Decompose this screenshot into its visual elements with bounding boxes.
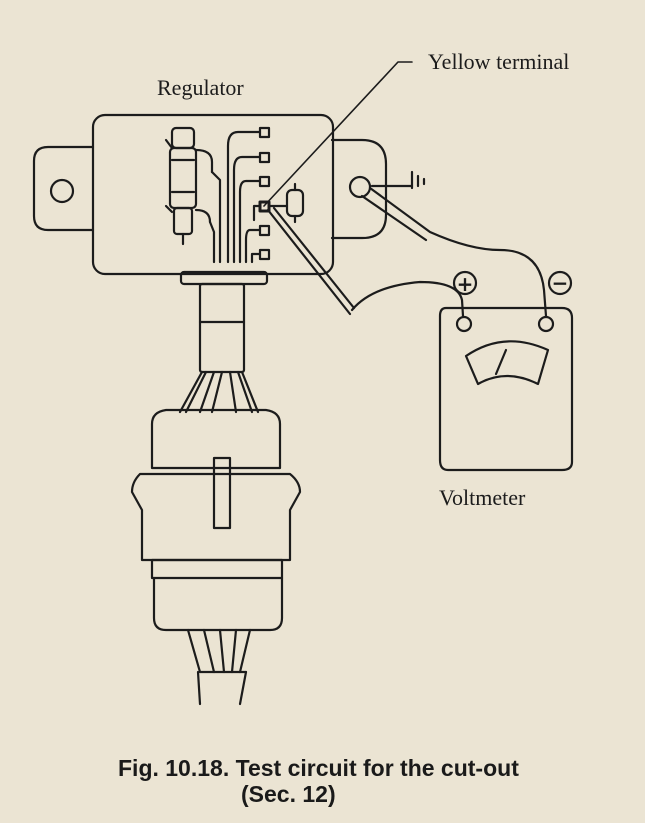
- regulator-left-mounting-hole: [49, 178, 75, 204]
- earth-symbol: [370, 170, 426, 190]
- caption-line-2: (Sec. 12): [241, 781, 336, 807]
- positive-symbol: +: [457, 272, 474, 296]
- voltmeter-needle: [494, 348, 508, 376]
- multi-pin-connector: [130, 408, 302, 706]
- probe-rod: [266, 208, 352, 316]
- wiring-harness: [178, 282, 260, 414]
- regulator-internal-wiring: [208, 130, 262, 264]
- negative-symbol: −: [552, 271, 569, 295]
- negative-test-lead: [368, 186, 548, 318]
- regulator-case: [91, 113, 335, 276]
- yellow-terminal-leader: [263, 61, 413, 207]
- voltmeter-dial: [464, 340, 550, 386]
- voltmeter-case: [438, 306, 574, 472]
- capacitor: [267, 182, 305, 224]
- caption-line-1: Fig. 10.18. Test circuit for the cut-out: [118, 755, 519, 781]
- relay-coil-assembly: [164, 126, 214, 246]
- test-leads: [266, 186, 548, 318]
- voltmeter-label: Voltmeter: [439, 485, 526, 510]
- regulator-unit: [32, 113, 388, 286]
- positive-symbol-circle: [452, 270, 478, 296]
- connector-locking-tab: [212, 456, 232, 530]
- yellow-terminal-label: Yellow terminal: [428, 49, 570, 74]
- positive-test-lead: [350, 280, 465, 318]
- regulator-label: Regulator: [157, 75, 244, 100]
- regulator-right-mounting-ear: [330, 138, 388, 240]
- voltmeter-positive-terminal: [455, 315, 473, 333]
- negative-symbol-circle: [547, 270, 573, 296]
- regulator-left-mounting-ear: [32, 145, 95, 232]
